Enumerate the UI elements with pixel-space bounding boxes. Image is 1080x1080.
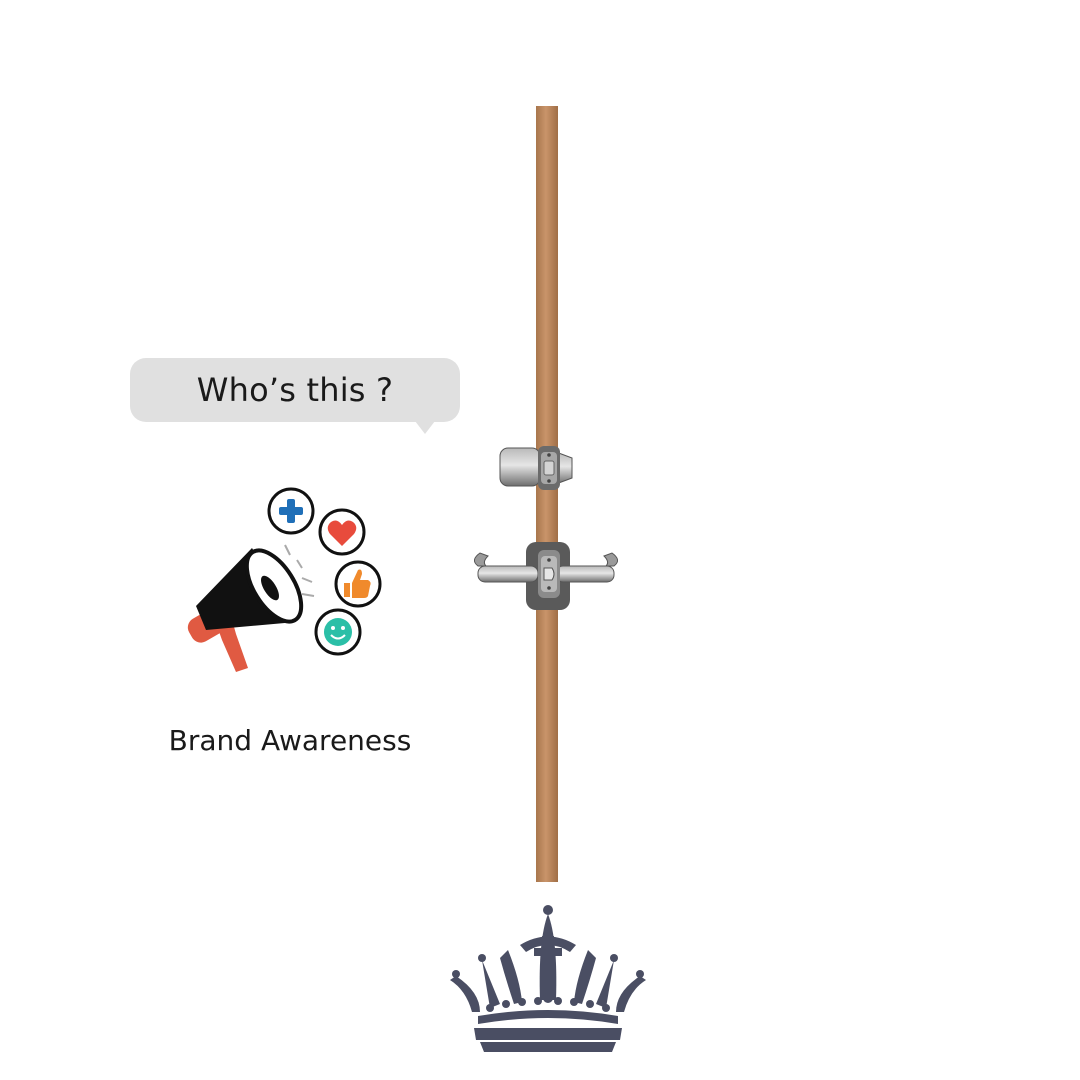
brand-awareness-caption: Brand Awareness bbox=[168, 724, 412, 757]
deadbolt-icon bbox=[499, 446, 573, 490]
heart-icon bbox=[318, 508, 366, 556]
plus-icon bbox=[267, 487, 315, 535]
speech-bubble: Who’s this ? bbox=[130, 358, 460, 434]
smiley-icon bbox=[314, 608, 362, 656]
lever-handle-icon bbox=[474, 542, 618, 610]
megaphone-icon bbox=[187, 544, 315, 672]
door-edge bbox=[536, 106, 558, 882]
thumbs-up-icon bbox=[334, 560, 382, 608]
speech-bubble-text: Who’s this ? bbox=[196, 371, 394, 409]
crown-icon bbox=[450, 905, 646, 1052]
